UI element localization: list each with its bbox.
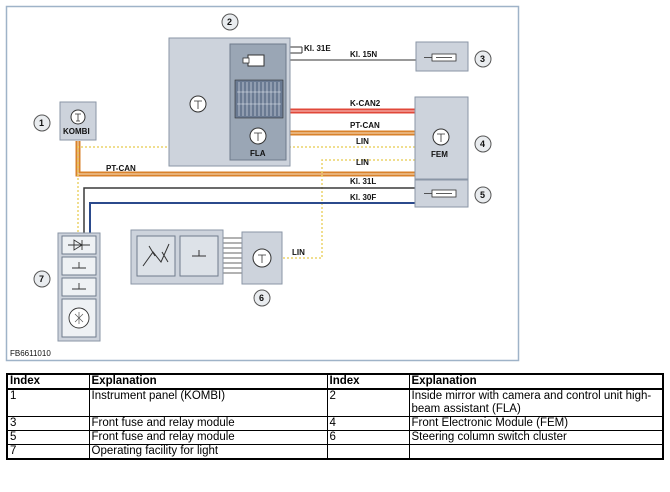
wire-label-kl30f: Kl. 30F bbox=[350, 193, 376, 202]
switch-control-unit bbox=[241, 231, 283, 285]
wire-kl30f bbox=[89, 202, 415, 233]
table-cell: Inside mirror with camera and control un… bbox=[408, 388, 664, 417]
table-cell bbox=[326, 444, 410, 460]
wire-label-kcan2: K-CAN2 bbox=[350, 99, 381, 108]
wire-label-kl31l: Kl. 31L bbox=[350, 177, 376, 186]
light-operating-facility bbox=[57, 232, 101, 342]
fla-label: FLA bbox=[250, 149, 266, 158]
table-row: 7 Operating facility for light bbox=[6, 444, 664, 460]
svg-text:4: 4 bbox=[480, 139, 485, 149]
svg-text:1: 1 bbox=[39, 118, 44, 128]
wire-lin-7 bbox=[77, 146, 415, 233]
steering-switch-cluster bbox=[130, 229, 224, 285]
svg-text:3: 3 bbox=[480, 54, 485, 64]
table-cell: 3 bbox=[6, 416, 90, 431]
callout-4: 4 bbox=[474, 135, 492, 153]
wire-bundle-6 bbox=[222, 237, 242, 274]
kombi-module: KOMBI bbox=[59, 101, 97, 141]
legend-table: Index Explanation Index Explanation 1 In… bbox=[6, 373, 664, 460]
table-cell: Steering column switch cluster bbox=[408, 430, 664, 445]
figure-id: FB6611010 bbox=[10, 349, 51, 358]
fem-label: FEM bbox=[431, 150, 448, 159]
wire-label-lin-1: LIN bbox=[356, 137, 369, 146]
table-cell: Front Electronic Module (FEM) bbox=[408, 416, 664, 431]
table-cell bbox=[408, 444, 664, 460]
svg-text:5: 5 bbox=[480, 190, 485, 200]
table-cell: Front fuse and relay module bbox=[88, 430, 328, 445]
camera-icon bbox=[247, 54, 265, 67]
table-cell: Front fuse and relay module bbox=[88, 416, 328, 431]
table-cell: 7 bbox=[6, 444, 90, 460]
table-header: Explanation bbox=[408, 373, 664, 390]
svg-text:2: 2 bbox=[227, 17, 232, 27]
table-cell: Instrument panel (KOMBI) bbox=[88, 388, 328, 417]
callout-1: 1 bbox=[33, 114, 51, 132]
svg-text:7: 7 bbox=[39, 274, 44, 284]
wire-label-kl15n: Kl. 15N bbox=[350, 50, 377, 59]
table-header: Explanation bbox=[88, 373, 328, 390]
table-row: 1 Instrument panel (KOMBI) 2 Inside mirr… bbox=[6, 388, 664, 417]
callout-3: 3 bbox=[474, 50, 492, 68]
wire-label-lin-switch: LIN bbox=[292, 248, 305, 257]
fuse-module-3 bbox=[415, 41, 469, 72]
wire-lin-6 bbox=[282, 159, 415, 259]
wire-label-ptcan-left: PT-CAN bbox=[106, 164, 136, 173]
table-header-row: Index Explanation Index Explanation bbox=[6, 373, 664, 390]
lever-switch-icon bbox=[142, 243, 170, 267]
wire-kl31e bbox=[290, 46, 303, 54]
callout-7: 7 bbox=[33, 270, 51, 288]
table-header: Index bbox=[326, 373, 410, 390]
wire-label-lin-2: LIN bbox=[356, 158, 369, 167]
table-cell: 4 bbox=[326, 416, 410, 431]
callout-6: 6 bbox=[253, 289, 271, 307]
wire-label-kl31e: Kl. 31E bbox=[304, 44, 331, 53]
table-cell: 6 bbox=[326, 430, 410, 445]
fem-module: FEM bbox=[414, 96, 469, 180]
mirror-fla-module: FLA bbox=[168, 37, 291, 167]
switch-icon bbox=[72, 262, 86, 269]
callout-5: 5 bbox=[474, 186, 492, 204]
svg-text:6: 6 bbox=[259, 293, 264, 303]
table-header: Index bbox=[6, 373, 90, 390]
table-row: 5 Front fuse and relay module 6 Steering… bbox=[6, 430, 664, 445]
wire-kl31l bbox=[83, 187, 415, 233]
wire-label-ptcan-top: PT-CAN bbox=[350, 121, 380, 130]
table-cell: 1 bbox=[6, 388, 90, 417]
table-row: 3 Front fuse and relay module 4 Front El… bbox=[6, 416, 664, 431]
switch-icon bbox=[192, 250, 206, 257]
diode-icon bbox=[68, 239, 90, 251]
table-cell: 5 bbox=[6, 430, 90, 445]
fuse-module-5 bbox=[414, 179, 469, 208]
switch-icon bbox=[72, 283, 86, 290]
table-cell: 2 bbox=[326, 388, 410, 417]
kombi-label: KOMBI bbox=[63, 127, 90, 136]
table-cell: Operating facility for light bbox=[88, 444, 328, 460]
wiring-diagram: KOMBI 1 FLA 2 bbox=[5, 5, 520, 362]
callout-2: 2 bbox=[221, 13, 239, 31]
